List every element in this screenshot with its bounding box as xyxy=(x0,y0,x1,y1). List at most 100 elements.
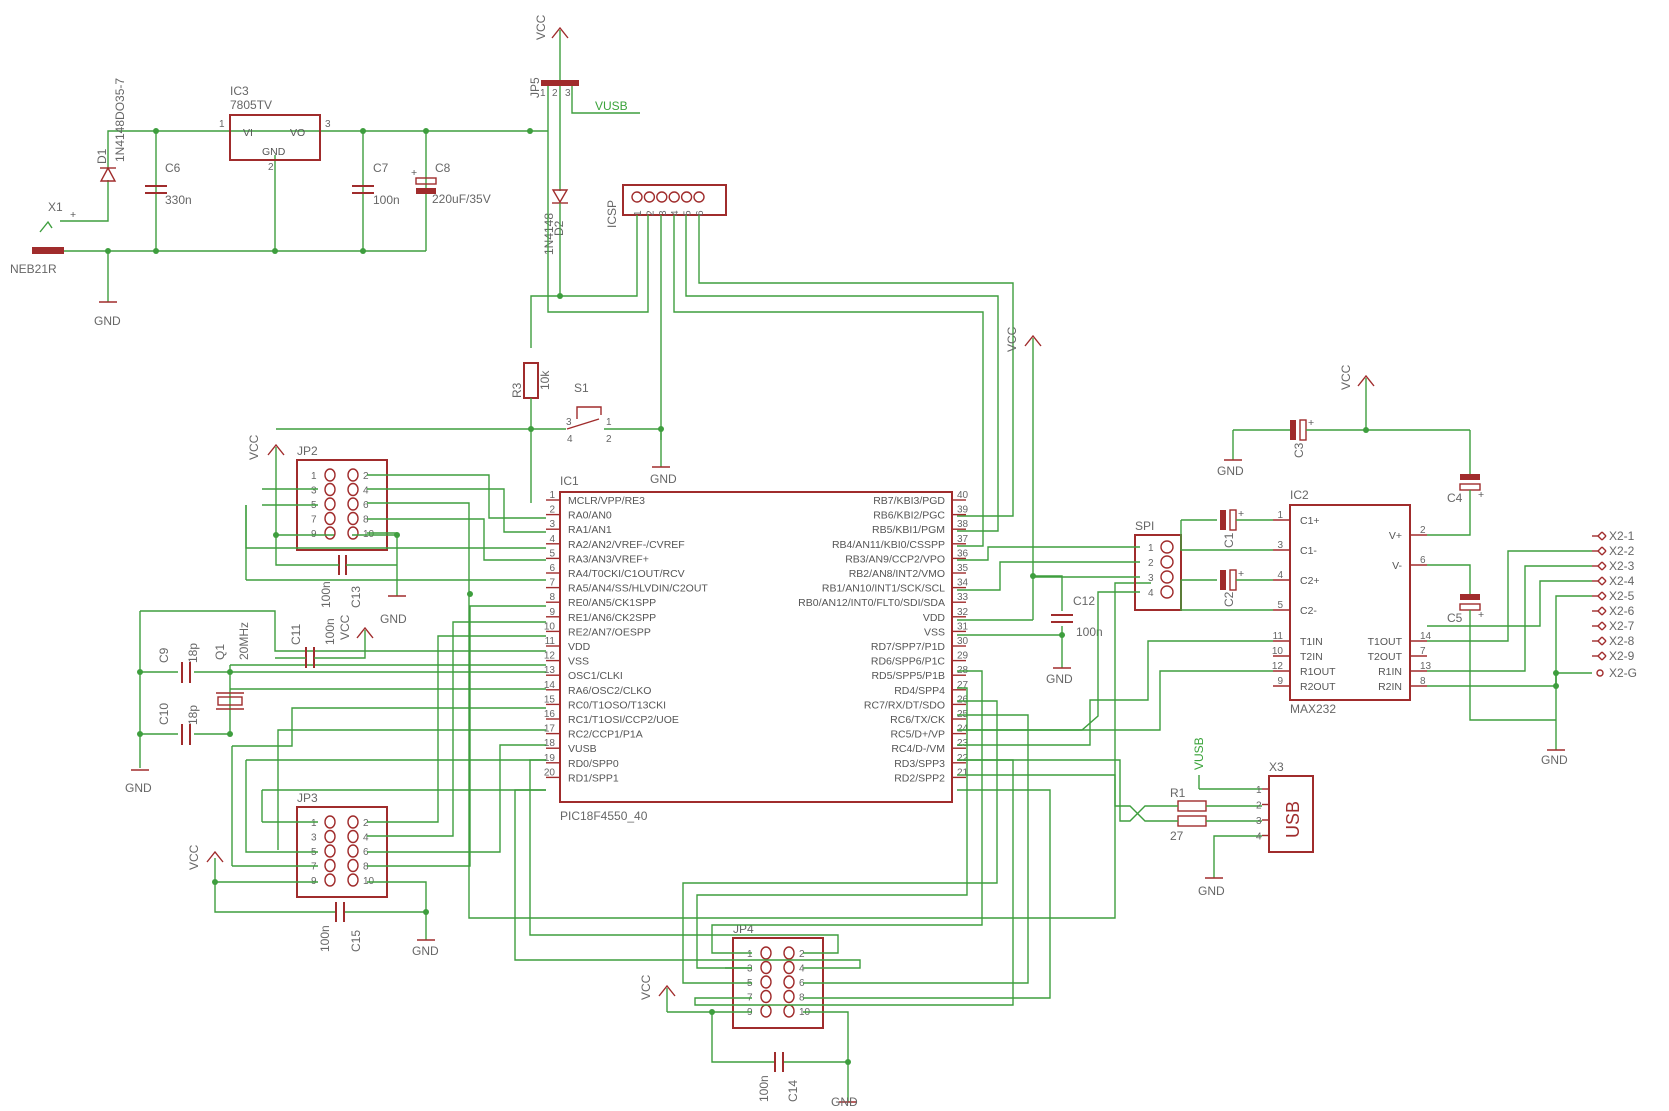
spi-pin xyxy=(1160,585,1174,599)
header-pin-number: 8 xyxy=(799,993,805,1004)
ic2-pin-number: 4 xyxy=(1277,570,1283,581)
ic1-pin-number: 3 xyxy=(549,519,555,530)
header-pin xyxy=(324,829,336,844)
r1-name: R1 xyxy=(1170,786,1186,800)
header-pin xyxy=(783,1004,795,1018)
x2-pin-label: X2-4 xyxy=(1609,574,1635,588)
c7-value: 100n xyxy=(373,193,400,207)
ic1-pin-name: RC2/CCP1/P1A xyxy=(568,729,643,741)
spi-pin-number: 3 xyxy=(1148,573,1154,584)
header-pin xyxy=(783,960,795,975)
ic2-pin-name: T1OUT xyxy=(1368,636,1403,648)
c8-value: 220uF/35V xyxy=(432,192,491,206)
ic1-pin-number: 10 xyxy=(544,621,556,632)
header-pin xyxy=(347,844,359,858)
svg-text:2: 2 xyxy=(268,162,274,173)
x2-pin-label: X2-8 xyxy=(1609,634,1635,648)
svg-text:+: + xyxy=(1478,609,1484,621)
spi-name: SPI xyxy=(1135,519,1154,533)
header-pin-number: 1 xyxy=(311,818,317,829)
ic1-pin-name: RC4/D-/VM xyxy=(891,743,945,755)
spi-pin xyxy=(1160,570,1174,584)
header-pin-number: 8 xyxy=(363,862,369,873)
usb-label: USB xyxy=(1283,801,1303,838)
ic1-pin-name: RC1/T1OSI/CCP2/UOE xyxy=(568,714,679,726)
header-pin-number: 6 xyxy=(363,500,369,511)
header-pin xyxy=(324,873,336,887)
header-pin xyxy=(760,946,772,960)
ic1-pin-number: 34 xyxy=(957,578,969,589)
header-pin-number: 3 xyxy=(747,964,753,975)
header-pin xyxy=(324,815,336,829)
svg-text:1: 1 xyxy=(219,119,225,130)
ic1-pin-number: 13 xyxy=(544,665,556,676)
ic2-pin-number: 11 xyxy=(1273,631,1284,642)
header-pin xyxy=(760,975,772,989)
header-pin xyxy=(347,526,359,540)
x1-arrow-icon xyxy=(39,220,53,233)
icsp-pin xyxy=(631,191,643,203)
svg-text:+: + xyxy=(1238,568,1244,580)
s1-name: S1 xyxy=(574,381,589,395)
ic1-pin-number: 11 xyxy=(545,636,556,647)
ic1-pin-name: RB5/KBI1/PGM xyxy=(872,524,945,536)
x2-pin-icon xyxy=(1597,606,1607,616)
icsp-pin xyxy=(643,191,656,203)
reset-section: R3 10k S1 3 4 1 2 GND xyxy=(276,362,677,503)
jp5-name: JP5 xyxy=(528,77,542,98)
svg-text:VCC: VCC xyxy=(534,14,548,40)
x2-pin-icon xyxy=(1597,651,1607,661)
x2-pin-label: X2-9 xyxy=(1609,649,1635,663)
icsp-pin-number: 4 xyxy=(670,210,681,216)
spi-pin-number: 4 xyxy=(1148,588,1154,599)
x3-name: X3 xyxy=(1269,760,1284,774)
ic1-pin-name: RA2/AN2/VREF-/CVREF xyxy=(568,539,685,551)
d1-diode: D1 1N4148DO35-7 xyxy=(95,78,127,182)
ic1-pin-name: RD2/SPP2 xyxy=(894,772,945,784)
header-pin xyxy=(347,815,359,829)
header-pin-number: 1 xyxy=(311,471,317,482)
ic1-pin-name: OSC1/CLKI xyxy=(568,670,623,682)
header-pin-number: 7 xyxy=(311,862,317,873)
ic1-pin-number: 4 xyxy=(549,534,555,545)
svg-text:+: + xyxy=(1238,508,1244,520)
c10-name: C10 xyxy=(157,703,171,725)
usb-pin-number: 2 xyxy=(1256,801,1262,812)
ic2-pin-number: 5 xyxy=(1277,600,1283,611)
ic2-pin-name: T1IN xyxy=(1300,636,1323,648)
c2-name: C2 xyxy=(1222,591,1236,607)
ic2-value: MAX232 xyxy=(1290,702,1336,716)
x2-pin-icon xyxy=(1597,621,1607,631)
c15-name: C15 xyxy=(349,930,363,952)
x2-connector-labels: X2-1X2-2X2-3X2-4X2-5X2-6X2-7X2-8X2-9X2-G xyxy=(1592,529,1637,680)
icsp-pin-number: 3 xyxy=(658,210,669,216)
ic1-pin-name: VSS xyxy=(568,656,589,668)
ic2-pin-name: C2+ xyxy=(1300,575,1320,587)
ic1-pin-number: 35 xyxy=(957,563,969,574)
svg-text:VCC: VCC xyxy=(1005,326,1019,352)
ic1-pin-number: 22 xyxy=(957,753,969,764)
header-pin-number: 1 xyxy=(747,949,753,960)
svg-text:GND: GND xyxy=(1046,672,1073,686)
ic1-pin-name: RB2/AN8/INT2/VMO xyxy=(849,568,945,580)
ic1-pin-number: 29 xyxy=(957,651,969,662)
ic2-pin-name: T2OUT xyxy=(1368,651,1403,663)
header-pin xyxy=(324,468,336,482)
x2-pin-label: X2-1 xyxy=(1609,529,1635,543)
ic1-pin-name: RB1/AN10/INT1/SCK/SCL xyxy=(822,583,945,595)
svg-text:GND: GND xyxy=(1217,464,1244,478)
ic1-pin-name: RA6/OSC2/CLKO xyxy=(568,685,651,697)
oscillator-section: GND C9 18p C10 18p Q1 20MHz C11 100n VCC xyxy=(125,610,546,795)
ic2-pin-number: 9 xyxy=(1277,676,1283,687)
svg-text:3: 3 xyxy=(325,119,331,130)
ic1-pin-name: RB4/AN11/KBI0/CSSPP xyxy=(832,539,945,551)
ic2-pin-number: 1 xyxy=(1277,510,1283,521)
ic1-pin-number: 2 xyxy=(549,505,555,516)
ic2-pin-name: R2OUT xyxy=(1300,681,1336,693)
ic2-pin-number: 6 xyxy=(1420,555,1426,566)
r1-value: 27 xyxy=(1170,829,1184,843)
r3-resistor xyxy=(523,362,539,399)
ic1-pin-name: RD5/SPP5/P1B xyxy=(871,670,945,682)
